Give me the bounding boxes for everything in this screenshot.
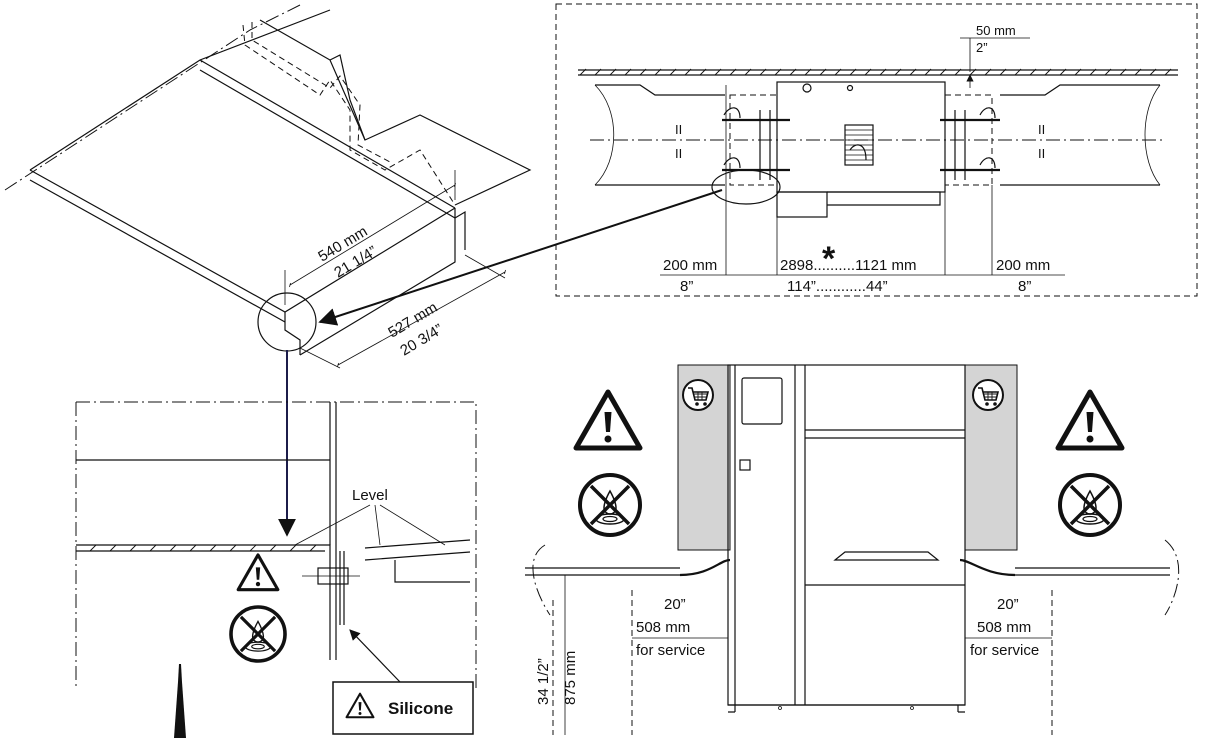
silicone-nozzle-icon xyxy=(174,664,186,738)
left-service-mm: 508 mm xyxy=(636,619,690,636)
parallel-mark: II xyxy=(1038,146,1045,161)
top-view-layout: II II II II 50 mm 2” 200 mm 8” 2898.....… xyxy=(555,3,1198,297)
height-mm: 875 mm xyxy=(562,651,579,705)
right-clearance-inch: 8” xyxy=(1018,278,1031,295)
top-clearance-mm: 50 mm xyxy=(976,23,1016,38)
shopping-cart-icon xyxy=(682,379,714,411)
machine-length-inch: 114”............44” xyxy=(787,278,888,295)
silicone-label: Silicone xyxy=(388,699,453,718)
left-service-note: for service xyxy=(636,642,705,659)
no-water-drip-icon xyxy=(578,473,642,537)
top-clearance-inch: 2” xyxy=(976,40,988,55)
warning-triangle-icon xyxy=(576,392,640,448)
right-clearance-mm: 200 mm xyxy=(996,257,1050,274)
no-water-drip-icon xyxy=(1058,473,1122,537)
parallel-mark: II xyxy=(675,146,682,161)
left-service-inch: 20” xyxy=(664,596,686,613)
level-label: Level xyxy=(352,487,388,504)
left-clearance-mm: 200 mm xyxy=(663,257,717,274)
right-service-inch: 20” xyxy=(997,596,1019,613)
parallel-mark: II xyxy=(1038,122,1045,137)
machine-length-mm: 2898..........1121 mm xyxy=(780,257,916,274)
parallel-mark: II xyxy=(675,122,682,137)
detail-circle-marker xyxy=(257,292,317,352)
section-detail: Level Silicone xyxy=(75,401,477,738)
right-service-note: for service xyxy=(970,642,1039,659)
height-inch: 34 1/2” xyxy=(535,658,552,705)
length-asterisk: * xyxy=(822,240,836,278)
right-service-mm: 508 mm xyxy=(977,619,1031,636)
corner-detail-ellipse xyxy=(711,169,781,205)
front-view: 20” 508 mm for service 20” 508 mm for se… xyxy=(525,364,1180,735)
warning-triangle-icon xyxy=(1058,392,1122,448)
left-clearance-inch: 8” xyxy=(680,278,693,295)
shopping-cart-icon xyxy=(972,379,1004,411)
